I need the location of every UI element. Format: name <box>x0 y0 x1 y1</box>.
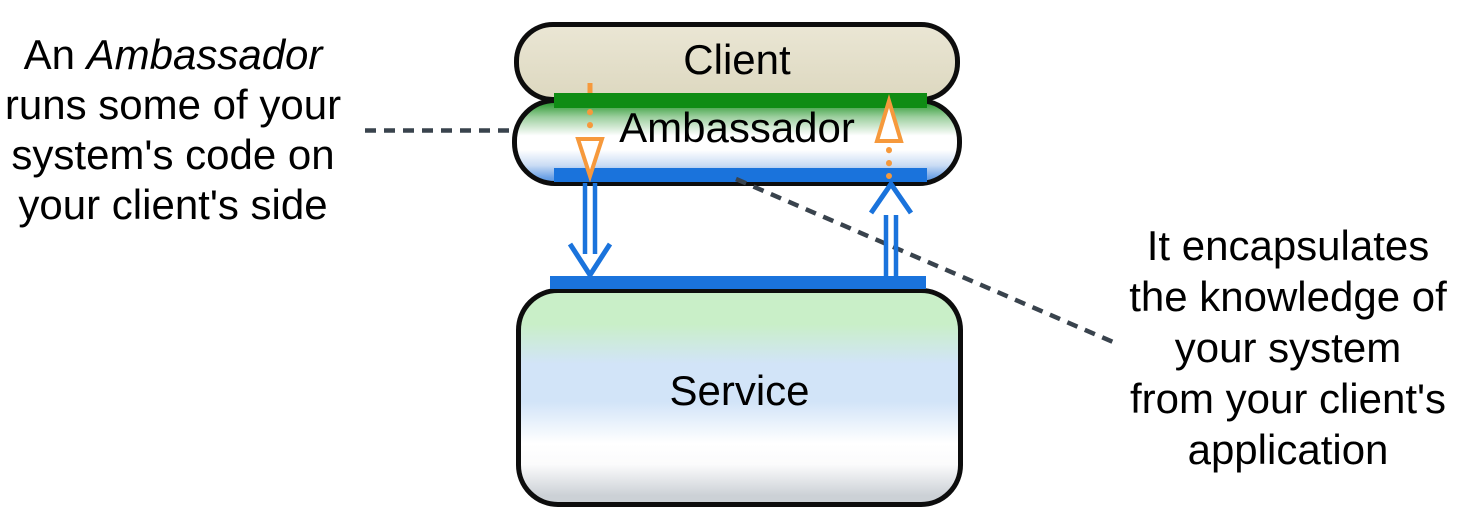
ambassador-to-service-arrow <box>567 183 613 280</box>
right-annotation-line-5: application <box>1187 426 1389 473</box>
ambassador-box-label: Ambassador <box>619 104 855 151</box>
left-annotation-line-4: your client's side <box>18 181 328 228</box>
right-annotation: It encapsulates the knowledge of your sy… <box>1103 220 1461 475</box>
italic-term-ambassador: Ambassador <box>86 31 323 78</box>
client-box: Client <box>514 22 960 102</box>
client-box-label: Client <box>683 36 791 83</box>
right-annotation-line-3: your system <box>1174 324 1402 371</box>
right-annotation-line-4: from your client's <box>1129 375 1447 422</box>
ambassador-lower-interface-bar <box>554 168 927 182</box>
left-annotation-line-2: runs some of your <box>4 81 342 128</box>
service-box: Service <box>516 288 963 507</box>
service-interface-bar <box>550 276 926 289</box>
service-to-ambassador-arrow <box>868 179 914 276</box>
right-annotation-line-2: the knowledge of <box>1129 273 1447 320</box>
left-annotation: An Ambassador runs some of your system's… <box>3 30 343 230</box>
client-ambassador-interface-bar <box>554 93 927 108</box>
arrow-head-down-icon <box>567 242 613 280</box>
right-annotation-line-1: It encapsulates <box>1146 222 1430 269</box>
arrow-head-up-icon <box>868 179 914 215</box>
left-annotation-line-1: An Ambassador <box>23 31 323 78</box>
left-annotation-line-3: system's code on <box>11 131 335 178</box>
service-box-label: Service <box>669 366 810 414</box>
